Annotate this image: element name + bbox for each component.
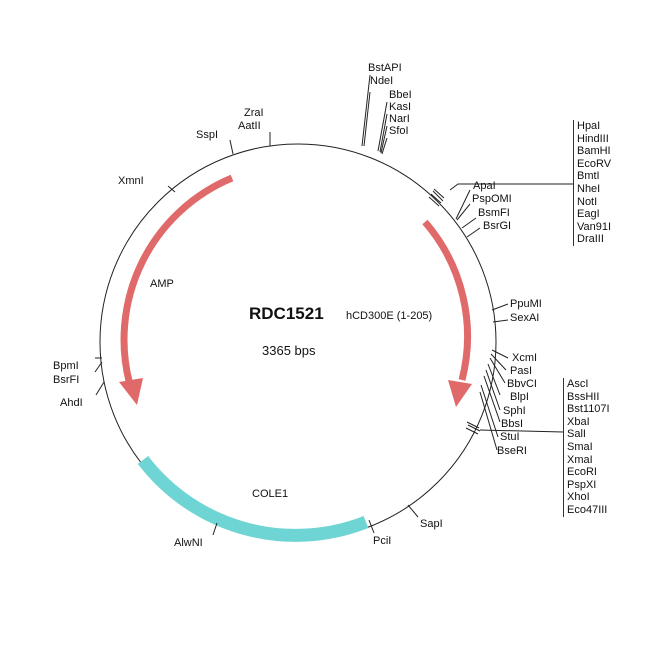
site-label[interactable]: XbaI bbox=[567, 415, 590, 428]
site-ndei[interactable]: NdeI bbox=[370, 75, 394, 87]
site-psp0mi[interactable]: PspOMI bbox=[472, 193, 512, 205]
site-label[interactable]: BamHI bbox=[577, 145, 611, 158]
site-sspi[interactable]: SspI bbox=[196, 129, 219, 141]
plasmid-size: 3365 bps bbox=[262, 343, 316, 358]
site-bstapi[interactable]: BstAPI bbox=[368, 62, 402, 74]
site-bsrgi[interactable]: BsrGI bbox=[483, 220, 512, 232]
site-pasi[interactable]: PasI bbox=[510, 365, 533, 377]
insert-arrowhead bbox=[448, 380, 472, 407]
site-kasi[interactable]: KasI bbox=[389, 101, 412, 113]
site-ticks bbox=[94, 74, 573, 536]
amp-label: AMP bbox=[150, 278, 174, 290]
site-apai[interactable]: ApaI bbox=[473, 180, 496, 192]
site-bsrfi[interactable]: BsrFI bbox=[53, 374, 80, 386]
site-label[interactable]: AscI bbox=[567, 378, 589, 390]
amp-arrowhead bbox=[119, 378, 143, 405]
site-zrai[interactable]: ZraI bbox=[244, 107, 264, 119]
site-label[interactable]: DraIII bbox=[577, 233, 604, 246]
site-label[interactable]: HindIII bbox=[577, 132, 609, 145]
site-bseri[interactable]: BseRI bbox=[497, 445, 527, 457]
site-bsmfi[interactable]: BsmFI bbox=[478, 207, 510, 219]
site-aatii[interactable]: AatII bbox=[238, 120, 261, 132]
site-pcii[interactable]: PciI bbox=[373, 535, 392, 547]
insert-label: hCD300E (1-205) bbox=[346, 310, 433, 322]
site-nari[interactable]: NarI bbox=[389, 113, 410, 125]
insert-arrow bbox=[422, 219, 472, 381]
site-blpi[interactable]: BlpI bbox=[510, 391, 529, 403]
site-bbei[interactable]: BbeI bbox=[389, 89, 412, 101]
site-label[interactable]: XmaI bbox=[567, 453, 593, 466]
site-alwni[interactable]: AlwNI bbox=[174, 537, 203, 549]
site-label[interactable]: BssHII bbox=[567, 390, 600, 403]
site-bbvci[interactable]: BbvCI bbox=[507, 378, 537, 390]
site-bpmi[interactable]: BpmI bbox=[53, 360, 79, 372]
site-ahdi[interactable]: AhdI bbox=[60, 397, 83, 409]
site-label[interactable]: SmaI bbox=[567, 440, 593, 453]
site-sphi[interactable]: SphI bbox=[503, 405, 526, 417]
site-label[interactable]: EcoRI bbox=[567, 466, 597, 479]
site-label[interactable]: Eco47III bbox=[567, 503, 608, 516]
site-label[interactable]: BmtI bbox=[577, 170, 600, 183]
site-bbsi[interactable]: BbsI bbox=[501, 418, 524, 430]
site-label[interactable]: SalI bbox=[567, 428, 586, 441]
site-ppumi[interactable]: PpuMI bbox=[510, 298, 542, 310]
site-sfoi[interactable]: SfoI bbox=[389, 125, 409, 137]
amp-arrow bbox=[120, 174, 234, 386]
site-label[interactable]: EcoRV bbox=[577, 157, 612, 170]
site-label[interactable]: PspXI bbox=[567, 478, 597, 491]
site-xcmi[interactable]: XcmI bbox=[512, 352, 538, 364]
site-stui[interactable]: StuI bbox=[500, 431, 520, 443]
cole1-feature bbox=[137, 456, 369, 542]
site-label[interactable]: EagI bbox=[577, 208, 600, 221]
plasmid-title: RDC1521 bbox=[249, 304, 324, 323]
site-sapi[interactable]: SapI bbox=[420, 518, 443, 530]
site-label[interactable]: HpaI bbox=[577, 120, 601, 132]
site-sexai[interactable]: SexAI bbox=[510, 312, 540, 324]
site-label[interactable]: NotI bbox=[577, 195, 598, 208]
cole1-label: COLE1 bbox=[252, 488, 289, 500]
site-label[interactable]: Van91I bbox=[577, 220, 612, 233]
site-label[interactable]: XhoI bbox=[567, 491, 590, 504]
site-label[interactable]: NheI bbox=[577, 182, 601, 195]
site-xmni[interactable]: XmnI bbox=[118, 175, 144, 187]
site-label[interactable]: Bst1107I bbox=[567, 403, 610, 416]
